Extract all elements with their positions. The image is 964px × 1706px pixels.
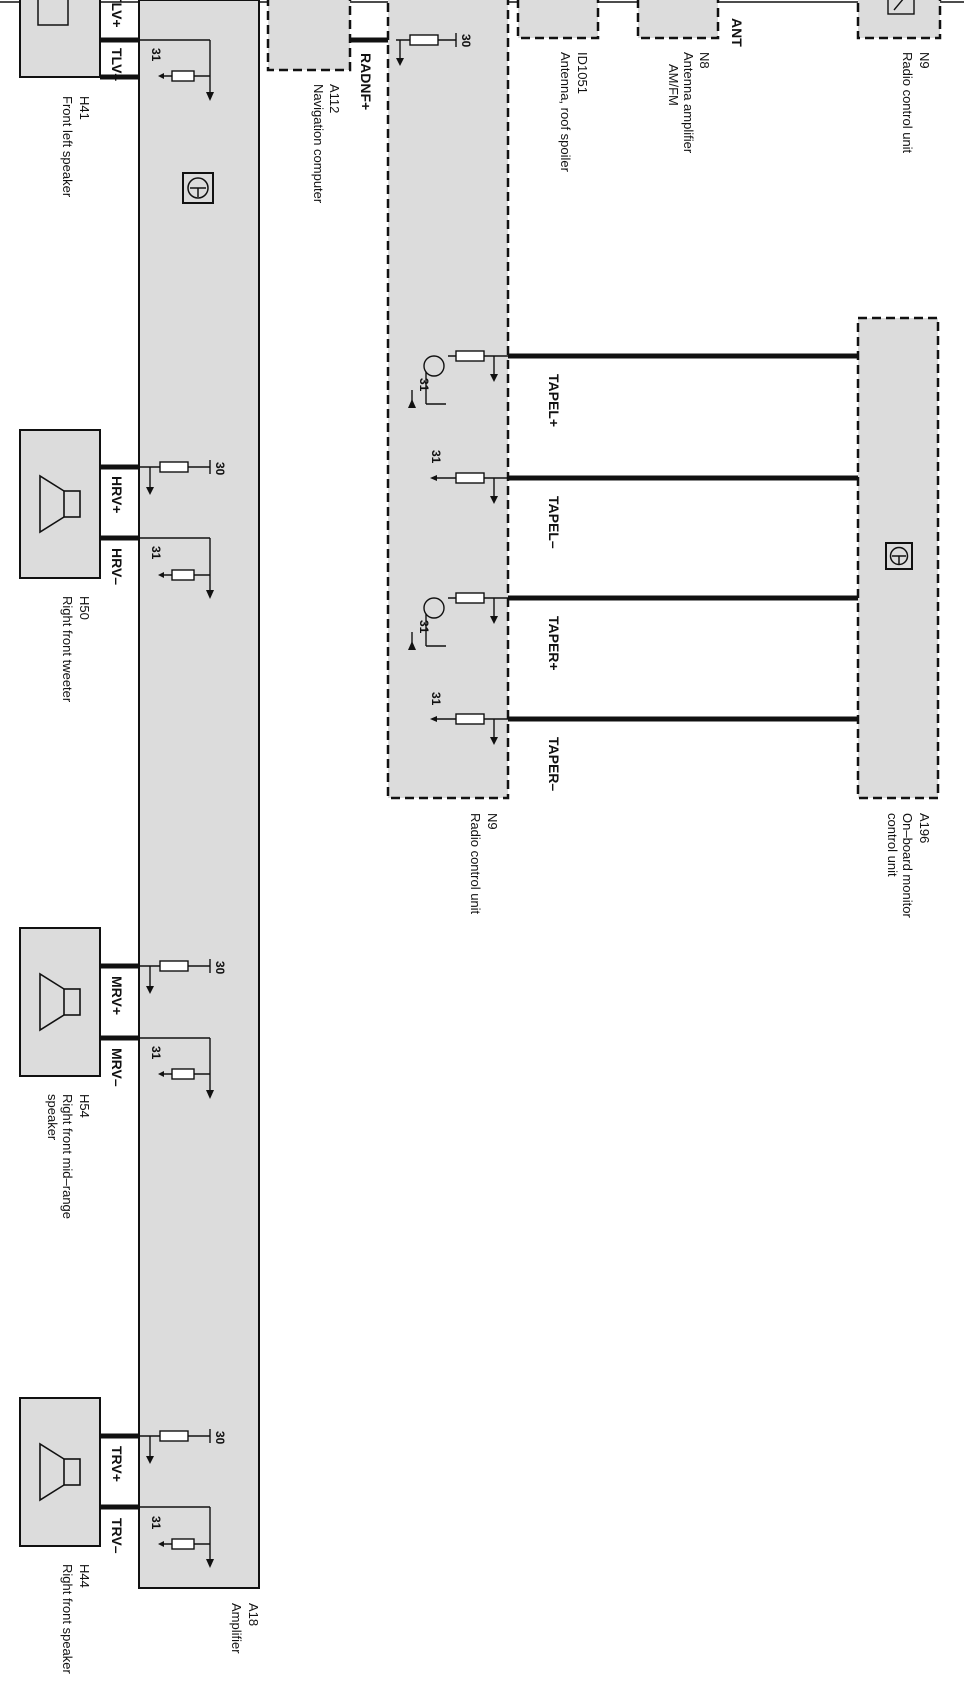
navigation-computer-name: Navigation computer bbox=[311, 84, 326, 204]
amplifier-ground-symbol bbox=[182, 172, 214, 204]
right-front-midrange-code: H54 bbox=[77, 1094, 92, 1118]
tlv-minus-circuit: 31 bbox=[139, 39, 214, 101]
taper-plus-circuit: 31 bbox=[408, 592, 508, 650]
terminal-31-tlv: 31 bbox=[149, 48, 163, 62]
antenna-roof-spoiler-box bbox=[516, 0, 600, 40]
pin-trv-plus: TRV+ bbox=[109, 1446, 125, 1482]
terminal-31-taper-plus: 31 bbox=[417, 620, 431, 634]
pin-tapel-plus: TAPEL+ bbox=[546, 374, 562, 427]
right-front-midrange-speaker-icon bbox=[39, 972, 81, 1032]
antenna-amplifier-box bbox=[636, 0, 720, 40]
right-front-tweeter-name: Right front tweeter bbox=[60, 596, 75, 703]
mrv-minus-circuit: 31 bbox=[139, 1037, 214, 1099]
taper-minus-circuit: 31 bbox=[429, 692, 508, 745]
radio-control-unit-box bbox=[386, 0, 510, 800]
pin-hrv-plus: HRV+ bbox=[109, 476, 125, 513]
front-left-speaker-name: Front left speaker bbox=[60, 96, 75, 198]
right-front-tweeter-speaker-icon bbox=[39, 474, 81, 534]
navigation-computer-code: A112 bbox=[327, 84, 342, 113]
radio-control-unit-top-name: Radio control unit bbox=[900, 52, 915, 154]
navigation-computer-box bbox=[266, 0, 352, 72]
right-front-speaker-icon bbox=[39, 1442, 81, 1502]
terminal-30-trv: 30 bbox=[213, 1431, 227, 1445]
pin-tlv-plus: TLV+ bbox=[109, 0, 125, 28]
amplifier-code: A18 bbox=[246, 1603, 261, 1626]
antenna-roof-spoiler-name: Antenna, roof spoiler bbox=[558, 52, 573, 173]
terminal-30-radnf: 30 bbox=[459, 34, 473, 48]
hrv-plus-circuit: 30 bbox=[139, 460, 227, 495]
right-front-midrange-box bbox=[19, 927, 101, 1077]
terminal-31-mrv: 31 bbox=[149, 1046, 163, 1060]
hrv-minus-circuit: 31 bbox=[139, 537, 214, 599]
onboard-monitor-ground-symbol bbox=[885, 542, 913, 570]
pin-ant: ANT bbox=[729, 18, 745, 47]
pin-tapel-minus: TAPEL– bbox=[546, 496, 562, 549]
radio-control-unit-name: Radio control unit bbox=[468, 813, 483, 915]
terminal-31-tapel-plus: 31 bbox=[417, 378, 431, 392]
onboard-monitor-code: A196 bbox=[917, 813, 932, 843]
tapel-minus-circuit: 31 bbox=[429, 450, 508, 504]
radio-control-unit-top-box bbox=[856, 0, 942, 40]
radio-control-unit-code: N9 bbox=[485, 813, 500, 830]
right-front-tweeter-code: H50 bbox=[77, 596, 92, 620]
radio-control-unit-top-icon bbox=[887, 0, 915, 15]
terminal-31-hrv: 31 bbox=[149, 546, 163, 560]
pin-taper-plus: TAPER+ bbox=[546, 616, 562, 671]
mrv-plus-circuit: 30 bbox=[139, 959, 227, 994]
right-front-speaker-box bbox=[19, 1397, 101, 1547]
pin-mrv-plus: MRV+ bbox=[109, 976, 125, 1015]
terminal-30-mrv: 30 bbox=[213, 961, 227, 975]
pin-hrv-minus: HRV– bbox=[109, 548, 125, 585]
front-left-speaker-code: H41 bbox=[77, 96, 92, 120]
right-front-midrange-name-line2: speaker bbox=[45, 1094, 60, 1141]
antenna-amplifier-name-line2: AM/FM bbox=[666, 64, 681, 106]
amplifier-name: Amplifier bbox=[229, 1603, 244, 1654]
right-front-tweeter-box bbox=[19, 429, 101, 579]
amplifier-box bbox=[138, 0, 260, 1589]
terminal-31-trv: 31 bbox=[149, 1516, 163, 1530]
radio-control-unit-top-code: N9 bbox=[917, 52, 932, 69]
front-left-speaker-icon bbox=[37, 0, 69, 26]
onboard-monitor-name-line2: control unit bbox=[885, 813, 900, 877]
antenna-roof-spoiler-code: ID1051 bbox=[575, 52, 590, 94]
antenna-amplifier-code: N8 bbox=[697, 52, 712, 69]
antenna-amplifier-name-line1: Antenna amplifier bbox=[681, 52, 696, 154]
radnf-circuit: 30 bbox=[396, 33, 473, 66]
tapel-plus-circuit: 31 bbox=[408, 350, 508, 408]
trv-minus-circuit: 31 bbox=[139, 1506, 214, 1568]
terminal-30-hrv: 30 bbox=[213, 462, 227, 476]
terminal-31-tapel-minus: 31 bbox=[429, 450, 443, 464]
pin-tlv-minus: TLV– bbox=[109, 48, 125, 81]
pin-taper-minus: TAPER– bbox=[546, 737, 562, 791]
pin-trv-minus: TRV– bbox=[109, 1518, 125, 1554]
terminal-31-taper-minus: 31 bbox=[429, 692, 443, 706]
right-front-speaker-name: Right front speaker bbox=[60, 1564, 75, 1675]
pin-radnf: RADNF+ bbox=[358, 53, 374, 110]
pin-mrv-minus: MRV– bbox=[109, 1048, 125, 1087]
right-front-speaker-code: H44 bbox=[77, 1564, 92, 1588]
front-left-speaker-box bbox=[19, 0, 101, 78]
trv-plus-circuit: 30 bbox=[139, 1429, 227, 1464]
right-front-midrange-name-line1: Right front mid–range bbox=[60, 1094, 75, 1219]
onboard-monitor-name-line1: On–board monitor bbox=[900, 813, 915, 918]
